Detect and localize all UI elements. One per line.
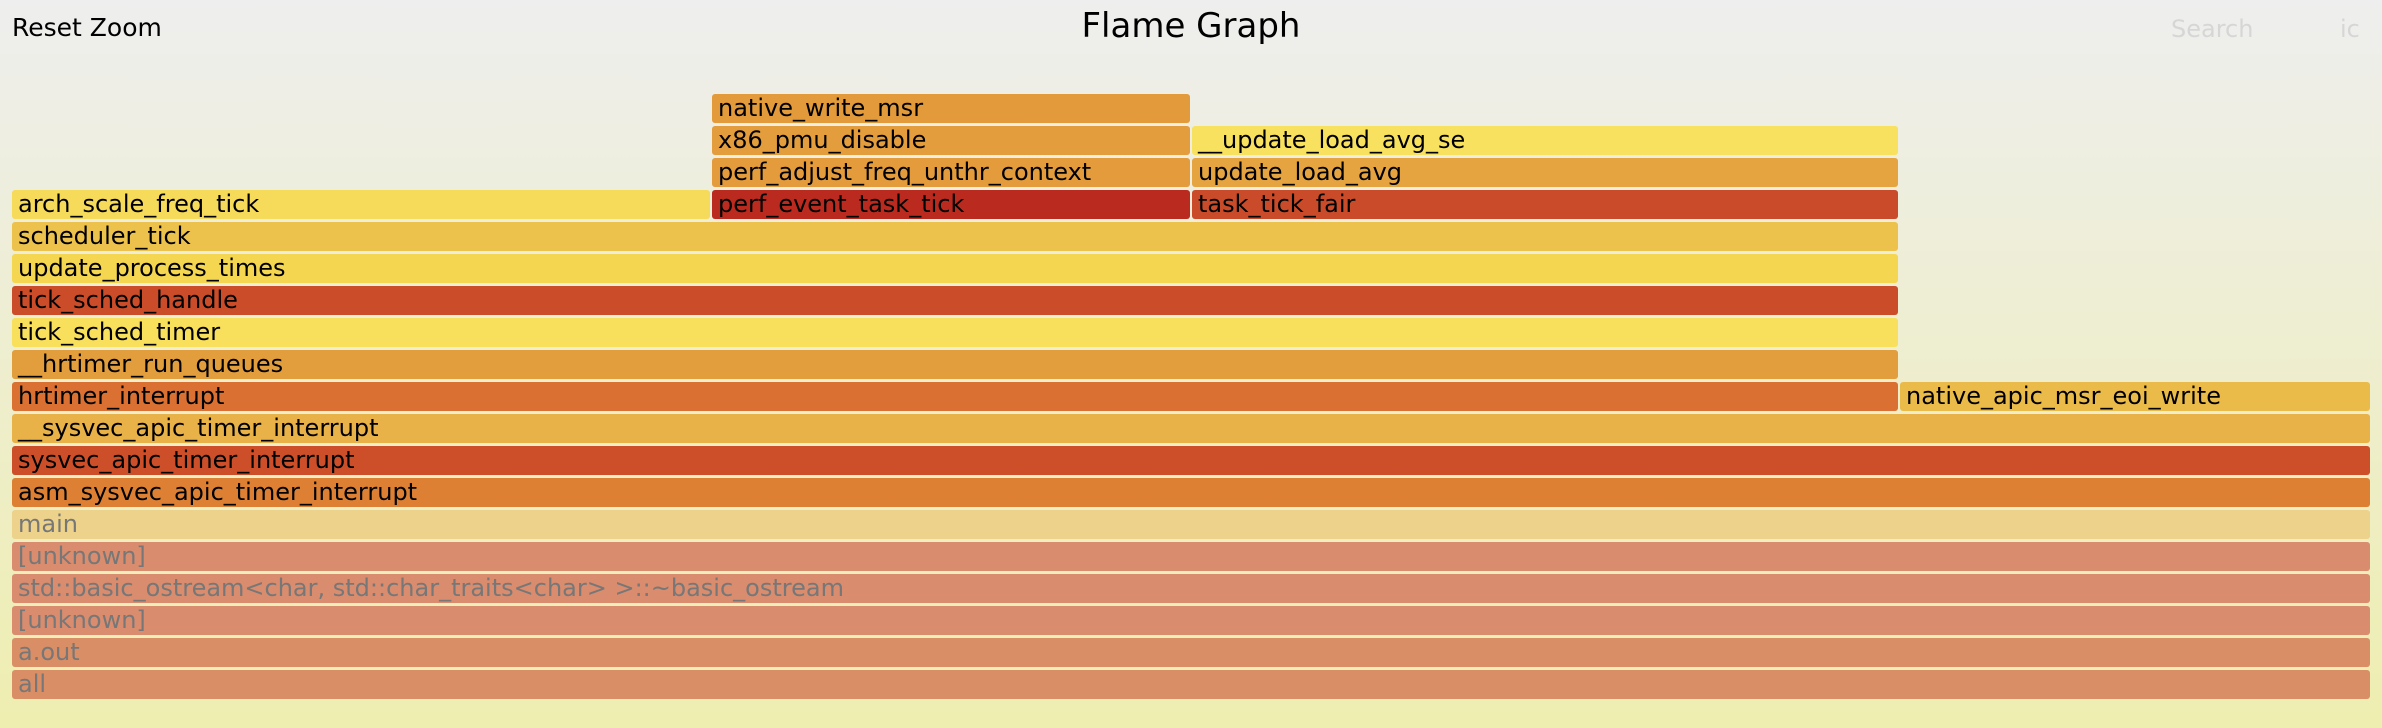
frame-scheduler-tick[interactable]: scheduler_tick bbox=[12, 222, 1898, 251]
frame-perf-adjust-freq-unthr-context[interactable]: perf_adjust_freq_unthr_context bbox=[712, 158, 1190, 187]
reset-zoom-button[interactable]: Reset Zoom bbox=[12, 13, 162, 42]
frame-native-write-msr[interactable]: native_write_msr bbox=[712, 94, 1190, 123]
frame-update-process-times[interactable]: update_process_times bbox=[12, 254, 1898, 283]
frame-tick-sched-handle[interactable]: tick_sched_handle bbox=[12, 286, 1898, 315]
frame-a-out[interactable]: a.out bbox=[12, 638, 2370, 667]
ignorecase-toggle[interactable]: ic bbox=[2340, 15, 2360, 43]
frame-native-apic-msr-eoi-write[interactable]: native_apic_msr_eoi_write bbox=[1900, 382, 2370, 411]
frame-sysvec-apic-timer-interrupt[interactable]: sysvec_apic_timer_interrupt bbox=[12, 446, 2370, 475]
frame-update-load-avg-se[interactable]: __update_load_avg_se bbox=[1192, 126, 1898, 155]
frame-perf-event-task-tick[interactable]: perf_event_task_tick bbox=[712, 190, 1190, 219]
frame-sysvec-apic-timer-interrupt[interactable]: __sysvec_apic_timer_interrupt bbox=[12, 414, 2370, 443]
frame-main[interactable]: main bbox=[12, 510, 2370, 539]
page-title: Flame Graph bbox=[1081, 6, 1301, 46]
frame-asm-sysvec-apic-timer-interrupt[interactable]: asm_sysvec_apic_timer_interrupt bbox=[12, 478, 2370, 507]
frame-all[interactable]: all bbox=[12, 670, 2370, 699]
frame-std-basic-ostream-char-std-char-traits-char-basic-ostream[interactable]: std::basic_ostream<char, std::char_trait… bbox=[12, 574, 2370, 603]
frame-unknown[interactable]: [unknown] bbox=[12, 606, 2370, 635]
search-button[interactable]: Search bbox=[2171, 15, 2254, 43]
frame-unknown[interactable]: [unknown] bbox=[12, 542, 2370, 571]
frame-tick-sched-timer[interactable]: tick_sched_timer bbox=[12, 318, 1898, 347]
frame-x86-pmu-disable[interactable]: x86_pmu_disable bbox=[712, 126, 1190, 155]
frame-task-tick-fair[interactable]: task_tick_fair bbox=[1192, 190, 1898, 219]
frame-update-load-avg[interactable]: update_load_avg bbox=[1192, 158, 1898, 187]
frame-hrtimer-run-queues[interactable]: __hrtimer_run_queues bbox=[12, 350, 1898, 379]
frame-hrtimer-interrupt[interactable]: hrtimer_interrupt bbox=[12, 382, 1898, 411]
frame-arch-scale-freq-tick[interactable]: arch_scale_freq_tick bbox=[12, 190, 710, 219]
